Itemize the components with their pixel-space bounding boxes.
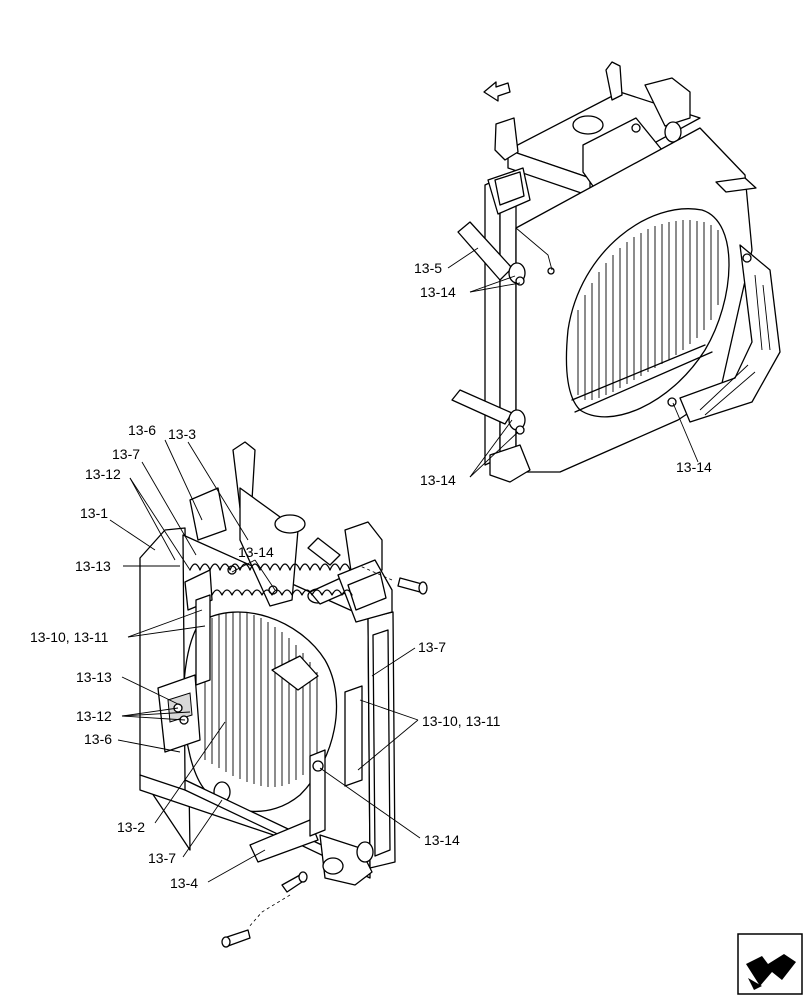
label-13-13-top: 13-13 xyxy=(75,558,111,574)
label-13-6-mid: 13-6 xyxy=(84,731,112,747)
label-13-7-right: 13-7 xyxy=(418,639,446,655)
upper-shroud-assembly xyxy=(451,61,781,483)
label-13-14-lower-top: 13-14 xyxy=(238,544,274,560)
arrow-icon xyxy=(483,81,511,102)
label-13-7-top: 13-7 xyxy=(112,446,140,462)
label-13-14-lower-right: 13-14 xyxy=(424,832,460,848)
part-labels: 13-5 13-14 13-14 13-14 13-6 13-3 13-7 13… xyxy=(30,260,712,891)
label-13-3: 13-3 xyxy=(168,426,196,442)
label-13-6-top: 13-6 xyxy=(128,422,156,438)
label-13-7-bottom: 13-7 xyxy=(148,850,176,866)
label-13-14-upper-a: 13-14 xyxy=(420,284,456,300)
label-13-10-13-11-right: 13-10, 13-11 xyxy=(422,713,501,729)
label-13-2: 13-2 xyxy=(117,819,145,835)
next-page-icon[interactable] xyxy=(737,933,803,995)
lower-leader-lines xyxy=(109,439,421,883)
label-13-5: 13-5 xyxy=(414,260,442,276)
label-13-14-upper-b: 13-14 xyxy=(420,472,456,488)
label-13-1: 13-1 xyxy=(80,505,108,521)
lower-core-corrugation xyxy=(189,563,353,596)
label-13-10-13-11-left: 13-10, 13-11 xyxy=(30,629,109,645)
upper-radiator-fins xyxy=(577,220,719,400)
upper-leader-lines xyxy=(447,247,699,478)
label-13-12-top: 13-12 xyxy=(85,466,121,482)
label-13-4: 13-4 xyxy=(170,875,198,891)
lower-radiator-assembly xyxy=(139,441,428,948)
lower-radiator-fins xyxy=(204,612,318,787)
label-13-14-upper-c: 13-14 xyxy=(676,459,712,475)
label-13-12-mid: 13-12 xyxy=(76,708,112,724)
label-13-13-mid: 13-13 xyxy=(76,669,112,685)
